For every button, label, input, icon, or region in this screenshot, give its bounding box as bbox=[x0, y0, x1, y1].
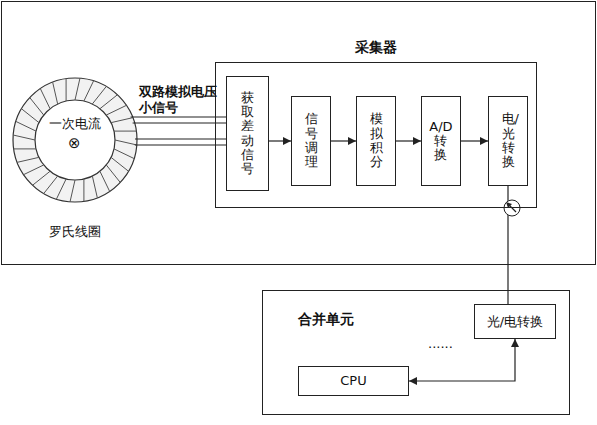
box-label: 信号调理 bbox=[305, 112, 318, 169]
coil-windings bbox=[13, 78, 137, 202]
process-box: 电/光转换 bbox=[488, 96, 528, 186]
connector-arrow bbox=[396, 141, 421, 142]
connector-arrow bbox=[409, 339, 515, 381]
outer-frame bbox=[2, 2, 596, 265]
process-box: 模拟积分 bbox=[356, 96, 396, 186]
signal-wires bbox=[131, 117, 226, 145]
connector-arrow bbox=[461, 141, 488, 142]
optical-connector bbox=[504, 200, 520, 216]
cpu-box: CPU bbox=[298, 366, 409, 396]
process-box: 光/电转换 bbox=[474, 304, 556, 339]
process-box: 获取差动信号 bbox=[226, 76, 269, 191]
box-label: 模拟积分 bbox=[370, 112, 383, 169]
rogowski-coil: 一次电流罗氏线圈 bbox=[12, 78, 138, 248]
process-box: A/D转换 bbox=[421, 96, 461, 186]
box-label: A/D转换 bbox=[429, 120, 452, 163]
process-box: 信号调理 bbox=[291, 96, 331, 186]
coil-label: 罗氏线圈 bbox=[12, 224, 138, 240]
box-label: 光/电转换 bbox=[487, 314, 543, 330]
coil-outer bbox=[13, 78, 137, 202]
current-direction-symbol: ⊗ bbox=[68, 134, 81, 152]
connector-arrow bbox=[269, 141, 291, 142]
box-label: 电/光转换 bbox=[502, 112, 515, 169]
collector-box: 采集器获取差动信号信号调理模拟积分A/D转换电/光转换 bbox=[215, 62, 537, 208]
group-title: 采集器 bbox=[216, 39, 536, 56]
coil-inner bbox=[35, 100, 115, 180]
ellipsis: ...... bbox=[428, 336, 453, 352]
group-title: 合并单元 bbox=[298, 311, 354, 328]
edge-label: 双路模拟电压小信号 bbox=[139, 84, 219, 115]
box-label: CPU bbox=[340, 373, 366, 389]
connector-arrow bbox=[331, 141, 356, 142]
box-label: 获取差动信号 bbox=[241, 91, 254, 177]
primary-current-label: 一次电流 bbox=[12, 116, 138, 132]
merging-unit-box: 合并单元 光/电转换 CPU bbox=[262, 290, 570, 415]
